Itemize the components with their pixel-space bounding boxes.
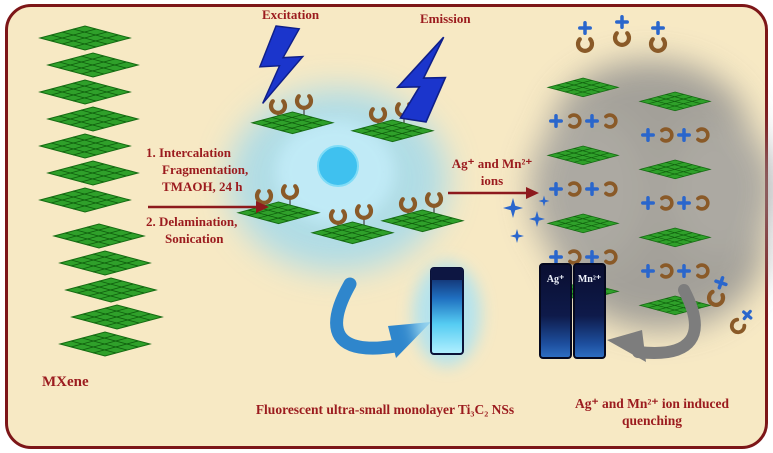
mxene-stack <box>39 25 163 357</box>
ions-arrow <box>448 187 539 199</box>
step1-line2: Fragmentation, <box>162 162 249 177</box>
ag-cuvette <box>539 263 572 359</box>
excitation-label: Excitation <box>262 7 320 22</box>
quenching-arrow <box>607 284 701 362</box>
emission-label: Emission <box>420 11 471 26</box>
excited-dot <box>317 145 359 187</box>
step1-line3: TMAOH, 24 h <box>162 179 243 194</box>
step2-line2: Sonication <box>165 231 224 246</box>
quenching-caption-line2: quenching <box>621 413 683 428</box>
quenching-caption-line1: Ag⁺ and Mn²⁺ ion induced <box>574 396 730 411</box>
step1-line1: 1. Intercalation <box>146 145 231 160</box>
mn-cuvette-label: Mn²⁺ <box>577 274 602 285</box>
bright-cuvette <box>413 262 481 366</box>
ions-label-line1: Ag⁺ and Mn²⁺ <box>451 156 533 171</box>
ag-cuvette-label: Ag⁺ <box>546 274 565 285</box>
fluorescent-caption: Fluorescent ultra-small monolayer Ti₃C₂ … <box>255 402 515 417</box>
ions-label-line2: ions <box>480 173 504 188</box>
process-arrow <box>148 201 269 213</box>
mn-cuvette <box>573 263 606 359</box>
captured-ions-top <box>578 17 665 51</box>
step2-line1: 2. Delamination, <box>146 214 238 229</box>
mxene-label: MXene <box>42 374 89 390</box>
